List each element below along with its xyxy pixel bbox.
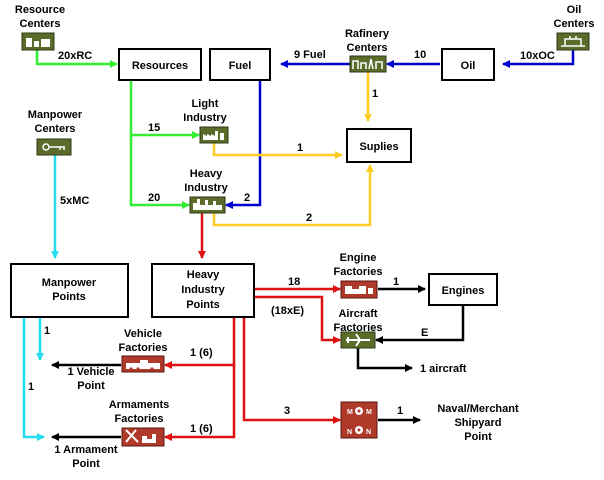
label-armament-point-1: 1 Armament [54, 444, 118, 456]
aircraft-factories-icon [340, 331, 376, 349]
label-engine-factories-2: Factories [334, 266, 383, 278]
label-naval-shipyard-2: Shipyard [454, 417, 501, 429]
node-label-oil: Oil [461, 60, 476, 72]
node-label-suplies: Suplies [359, 141, 398, 153]
node-engines: Engines [428, 273, 498, 306]
edge-aircraft-output [356, 348, 413, 372]
manpower-centers-icon [36, 138, 72, 156]
label-engine-factories-1: Engine [340, 252, 377, 264]
node-manpower-points: Manpower Points [10, 263, 129, 318]
label-resource-centers-2: Centers [20, 18, 61, 30]
rafinery-centers-icon [349, 55, 387, 73]
svg-text:M: M [347, 409, 353, 416]
edge-hip-to-naval [242, 317, 341, 424]
node-label-manpower: Manpower [42, 277, 97, 289]
node-fuel: Fuel [209, 48, 271, 81]
edge-label-mc: 5xMC [60, 195, 89, 207]
svg-text:M: M [366, 409, 372, 416]
node-label-hip-points: Points [186, 299, 220, 311]
label-armaments-factories-1: Armaments [109, 399, 170, 411]
label-vehicle-factories-2: Factories [119, 342, 168, 354]
node-label-hip-heavy: Heavy [187, 269, 220, 281]
svg-text:N: N [347, 429, 352, 436]
label-armament-point-2: Point [72, 458, 100, 470]
edge-fuel-to-heavy [225, 80, 262, 209]
node-label-points: Points [52, 291, 86, 303]
vehicle-factories-icon [121, 355, 165, 373]
edge-resources-to-heavy [129, 135, 190, 209]
node-label-resources: Resources [132, 60, 188, 72]
label-manpower-centers-2: Centers [35, 123, 76, 135]
label-armaments-factories-2: Factories [115, 413, 164, 425]
edge-label-mp-to-vehicle: 1 [44, 325, 50, 337]
label-light-industry-1: Light [192, 98, 219, 110]
oil-centers-icon [556, 32, 590, 51]
resource-centers-icon [21, 32, 55, 51]
edge-heavy-to-suplies [212, 164, 374, 227]
edge-rc-to-resources [35, 50, 118, 68]
edge-hip-to-armaments [164, 365, 236, 441]
edge-engines-to-aircraft [375, 305, 465, 344]
edge-label-res-to-heavy: 20 [148, 192, 160, 204]
label-aircraft-factories-2: Factories [334, 322, 383, 334]
edge-light-to-suplies [212, 143, 343, 159]
edge-hip-to-aircraft [255, 295, 341, 344]
node-oil: Oil [441, 48, 495, 81]
edge-label-naval-output: 1 [397, 405, 403, 417]
standalone-labels: Resource Centers Oil Centers Rafinery Ce… [15, 4, 595, 470]
edge-label-engine-to-engines: 1 [393, 276, 399, 288]
label-rafinery-centers-1: Rafinery [345, 28, 390, 40]
label-vehicle-point-2: Point [77, 380, 105, 392]
node-heavy-industry-points: Heavy Industry Points [151, 263, 255, 318]
edge-label-engines-to-aircraft: E [421, 327, 428, 339]
node-suplies: Suplies [346, 128, 412, 163]
heavy-industry-icon [189, 196, 226, 214]
node-label-engines: Engines [442, 285, 485, 297]
edge-label-oc: 10xOC [520, 50, 555, 62]
node-resources: Resources [118, 48, 202, 81]
edge-label-hip-to-naval: 3 [284, 405, 290, 417]
label-aircraft-factories-1: Aircraft [338, 308, 377, 320]
edge-label-mp-to-armament: 1 [28, 381, 34, 393]
edge-label-fuel-to-heavy: 2 [244, 192, 250, 204]
naval-merchant-shipyard-icon: M M N N [340, 401, 378, 439]
edge-label-oil-to-rafinery: 10 [414, 49, 426, 61]
edge-label-heavy-to-suplies: 2 [306, 212, 312, 224]
label-rafinery-centers-2: Centers [347, 42, 388, 54]
label-light-industry-2: Industry [183, 112, 227, 124]
label-vehicle-factories-1: Vehicle [124, 328, 162, 340]
label-aircraft-output: 1 aircraft [420, 363, 467, 375]
edge-label-rc: 20xRC [58, 50, 92, 62]
edges [22, 50, 575, 441]
edge-label-hip-to-armaments: 1 (6) [190, 423, 213, 435]
label-naval-shipyard-3: Point [464, 431, 492, 443]
engine-factories-icon [340, 280, 378, 299]
edge-oc-to-oil [502, 50, 575, 68]
edge-resources-to-light [129, 80, 200, 139]
light-industry-icon [199, 126, 229, 144]
label-vehicle-point-1: 1 Vehicle [67, 366, 114, 378]
edge-label-rafinery-to-fuel: 9 Fuel [294, 49, 326, 61]
edge-label-res-to-light: 15 [148, 122, 160, 134]
edge-label-light-to-suplies: 1 [297, 142, 303, 154]
armaments-factories-icon [121, 427, 165, 447]
label-oil-centers-1: Oil [567, 4, 582, 16]
label-heavy-industry-2: Industry [184, 182, 228, 194]
label-oil-centers-2: Centers [554, 18, 595, 30]
label-resource-centers-1: Resource [15, 4, 65, 16]
label-manpower-centers-1: Manpower [28, 109, 83, 121]
node-label-fuel: Fuel [229, 60, 252, 72]
edge-label-hip-to-vehicle: 1 (6) [190, 347, 213, 359]
node-label-hip-industry: Industry [181, 284, 225, 296]
label-heavy-industry-1: Heavy [190, 168, 223, 180]
svg-text:N: N [366, 429, 371, 436]
edge-mp-to-armament [22, 317, 45, 441]
edge-label-hip-to-aircraft: (18xE) [271, 305, 304, 317]
label-naval-shipyard-1: Naval/Merchant [437, 403, 519, 415]
edge-label-hip-to-engine: 18 [288, 276, 300, 288]
edge-label-rafinery-to-suplies: 1 [372, 88, 378, 100]
edge-labels: 20xRC 10xOC 10 9 Fuel 1 15 20 1 2 2 5xMC… [28, 49, 555, 435]
